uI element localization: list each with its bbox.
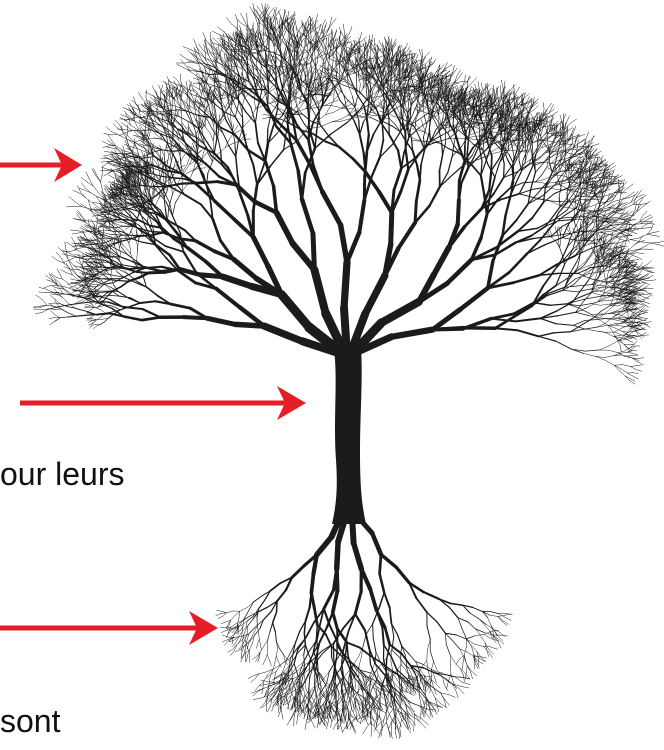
tree-trunk [332, 348, 366, 524]
arrow-roots [0, 611, 218, 645]
arrow-canopy [0, 148, 82, 182]
root-branch-layer [380, 574, 424, 593]
caption-text-bottom: sont [0, 705, 60, 737]
tree-canopy [33, 4, 664, 385]
root-branch-layer [372, 533, 381, 554]
arrows [0, 148, 306, 645]
caption-text-middle: our leurs [0, 458, 125, 490]
tree-roots [216, 516, 513, 739]
canopy-branch-layer [149, 143, 503, 318]
arrow-trunk [20, 386, 306, 420]
root-branch-layer [381, 555, 396, 568]
